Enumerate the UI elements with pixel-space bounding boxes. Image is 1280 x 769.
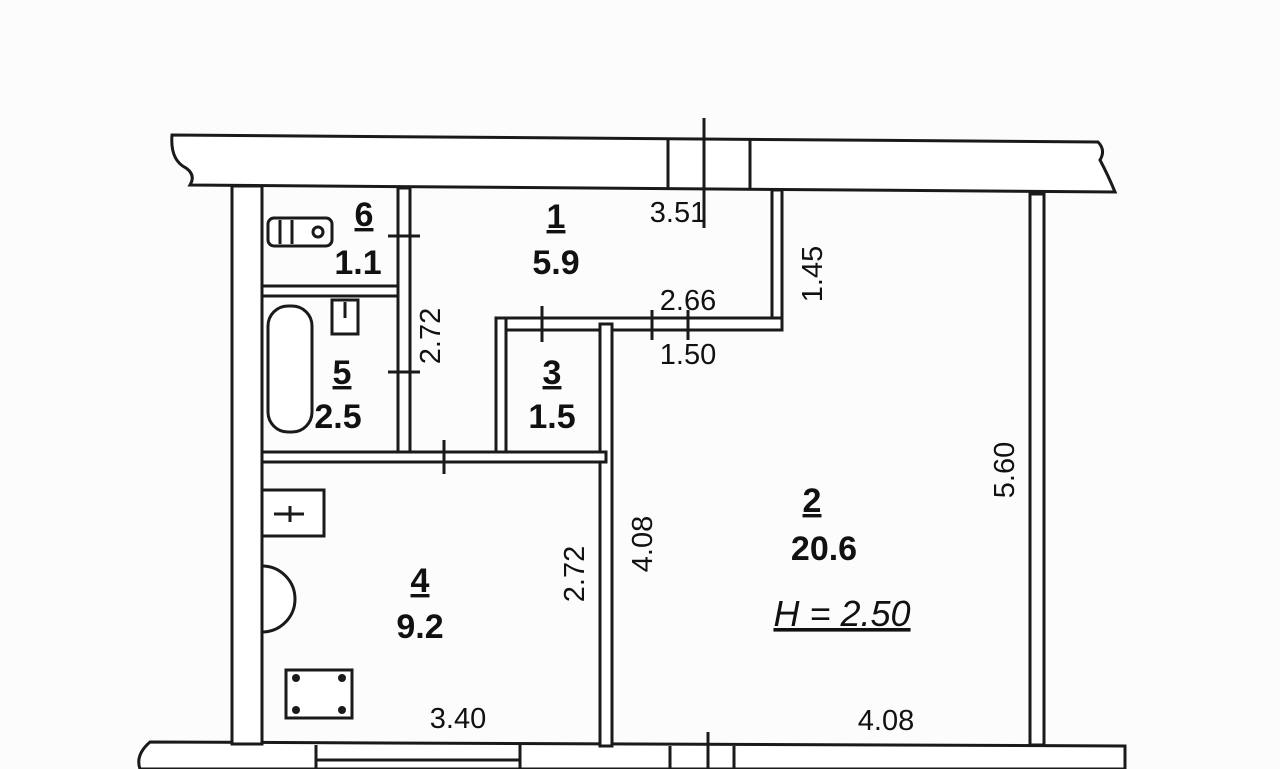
room-6-area: 1.1 xyxy=(334,244,381,282)
dim-room3-width: 1.50 xyxy=(660,339,716,371)
stove-icon xyxy=(284,668,354,720)
dim-kitchen-bottom: 3.40 xyxy=(430,703,486,735)
left-outer-wall xyxy=(230,184,264,746)
room-2-number: 2 xyxy=(803,482,822,520)
right-outer-wall xyxy=(1028,192,1046,747)
ceiling-height-note: H = 2.50 xyxy=(773,593,910,634)
room-3-number: 3 xyxy=(543,354,562,392)
dim-kitchen-side: 4.08 xyxy=(627,516,659,572)
gas-pipe-icon xyxy=(260,564,297,634)
bathtub-icon xyxy=(266,304,314,434)
bottom-outer-wall xyxy=(137,732,1127,769)
room-5-number: 5 xyxy=(333,354,352,392)
room-3-area: 1.5 xyxy=(528,398,575,436)
room-1-area: 5.9 xyxy=(532,244,579,282)
bathroom-sink-icon xyxy=(330,298,360,336)
room-4-area: 9.2 xyxy=(396,608,443,646)
dim-kitchen-wall: 2.72 xyxy=(559,546,591,602)
dim-bath-wall: 2.72 xyxy=(415,308,447,364)
room-2-area: 20.6 xyxy=(791,530,857,568)
top-outer-wall xyxy=(170,118,1118,228)
dim-room1-top: 3.51 xyxy=(650,197,706,229)
dim-room1-depth: 1.45 xyxy=(797,246,829,302)
room-6-number-label: 6 xyxy=(355,196,374,234)
dim-room1-bottom: 2.66 xyxy=(660,285,716,317)
interior-partitions xyxy=(260,186,784,748)
room-4-number: 4 xyxy=(411,562,430,600)
room-5-area: 2.5 xyxy=(314,398,361,436)
dim-living-height: 5.60 xyxy=(989,442,1021,498)
toilet-icon xyxy=(266,216,334,248)
kitchen-sink-icon xyxy=(260,488,326,538)
room-1-number: 1 xyxy=(547,198,566,236)
dim-living-bottom: 4.08 xyxy=(858,705,914,737)
